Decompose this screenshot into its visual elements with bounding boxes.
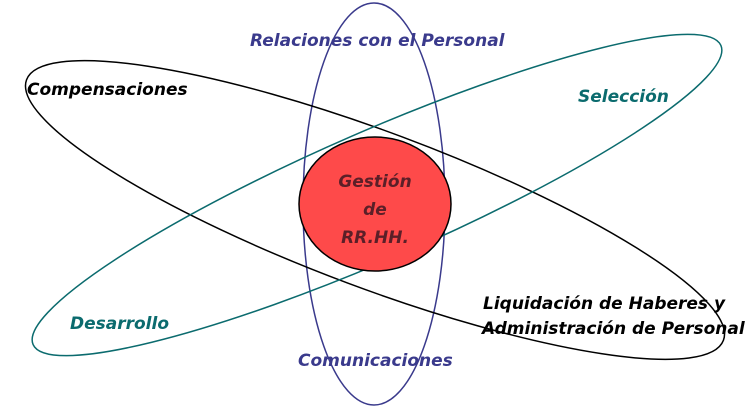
label-relaciones: Relaciones con el Personal xyxy=(250,31,505,51)
label-seleccion: Selección xyxy=(578,87,669,107)
label-liquidacion-line-2: Administración de Personal xyxy=(482,319,745,339)
center-label: Gestión de RR.HH. xyxy=(300,168,450,252)
center-label-line-1: Gestión xyxy=(338,172,412,192)
center-label-line-2: de xyxy=(363,200,387,220)
label-liquidacion-line-1: Liquidación de Haberes y xyxy=(483,294,726,314)
label-comunicaciones: Comunicaciones xyxy=(298,351,453,371)
center-circle xyxy=(298,136,452,272)
label-compensaciones: Compensaciones xyxy=(27,80,188,100)
label-desarrollo: Desarrollo xyxy=(70,314,170,334)
center-label-line-3: RR.HH. xyxy=(341,228,409,248)
orbit-black xyxy=(24,59,726,361)
